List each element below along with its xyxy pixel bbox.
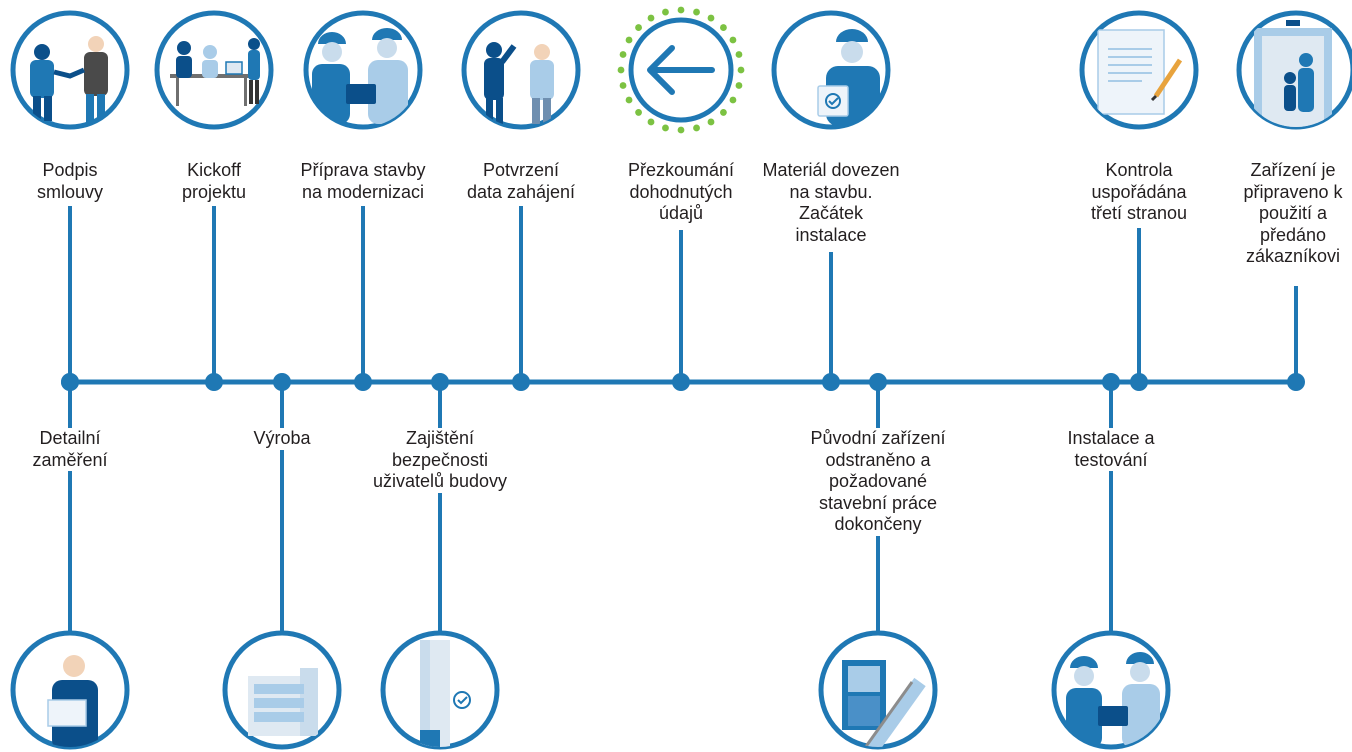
green-dot	[647, 118, 655, 126]
green-dot	[720, 24, 727, 31]
node-kickoff	[205, 373, 223, 391]
green-dot	[677, 126, 685, 134]
node-zamereni	[61, 373, 79, 391]
green-dot	[625, 96, 633, 104]
green-dot-ring	[617, 6, 745, 134]
green-dot	[729, 36, 737, 44]
connector-lines	[68, 206, 1298, 633]
label-testovani: Instalace a testování	[1046, 428, 1176, 471]
green-dot	[647, 14, 655, 22]
green-dot	[619, 82, 627, 89]
label-vyroba: Výroba	[232, 428, 332, 450]
node-testovani	[1102, 373, 1120, 391]
green-dot	[677, 6, 685, 14]
worker-checklist-icon	[771, 10, 891, 130]
label-odstraneno: Původní zařízení odstraněno a požadované…	[798, 428, 958, 536]
green-dot	[707, 118, 715, 126]
green-dot	[662, 124, 669, 132]
label-bezpecnost: Zajištění bezpečnosti uživatelů budovy	[360, 428, 520, 493]
node-bezpecnost	[431, 373, 449, 391]
people-talking-icon	[461, 10, 581, 130]
handshake-icon	[10, 10, 130, 130]
green-dot	[693, 8, 700, 16]
technicians-icon	[1051, 630, 1171, 750]
label-zamereni: Detailní zaměření	[10, 428, 130, 471]
label-kontrola: Kontrola uspořádána třetí stranou	[1079, 160, 1199, 225]
green-dot	[735, 82, 743, 89]
arrow-left-icon	[617, 6, 745, 134]
node-odstraneno	[869, 373, 887, 391]
green-dot	[635, 109, 642, 116]
green-dot	[729, 96, 737, 104]
green-dot	[737, 66, 745, 74]
node-vyroba	[273, 373, 291, 391]
green-dot	[735, 51, 743, 58]
green-dot	[635, 24, 642, 31]
label-predano: Zařízení je připraveno k použití a předá…	[1236, 160, 1350, 268]
workers-tablet-icon	[303, 10, 423, 130]
timeline-nodes	[61, 373, 1305, 391]
elevator-family-icon	[1236, 10, 1352, 130]
green-dot	[707, 14, 715, 22]
green-dot	[617, 66, 625, 74]
label-kickoff: Kickoff projektu	[154, 160, 274, 203]
node-potvrzeni	[512, 373, 530, 391]
green-dot	[720, 109, 727, 116]
meeting-icon	[154, 10, 274, 130]
green-dot	[619, 51, 627, 58]
node-prezkoumani	[672, 373, 690, 391]
node-predano	[1287, 373, 1305, 391]
green-dot	[625, 36, 633, 44]
green-dot	[693, 124, 700, 132]
factory-icon	[222, 630, 342, 750]
node-kontrola	[1130, 373, 1148, 391]
engineer-plan-icon	[10, 630, 130, 750]
green-dot	[662, 8, 669, 16]
node-priprava	[354, 373, 372, 391]
label-priprava: Příprava stavby na modernizaci	[283, 160, 443, 203]
label-podpis: Podpis smlouvy	[10, 160, 130, 203]
safety-barrier-icon	[380, 630, 500, 750]
node-material	[822, 373, 840, 391]
label-material: Materiál dovezen na stavbu. Začátek inst…	[751, 160, 911, 246]
label-potvrzeni: Potvrzení data zahájení	[446, 160, 596, 203]
document-signing-icon	[1079, 10, 1199, 130]
label-prezkoumani: Přezkoumání dohodnutých údajů	[611, 160, 751, 225]
elevator-escalator-icon	[818, 630, 938, 750]
